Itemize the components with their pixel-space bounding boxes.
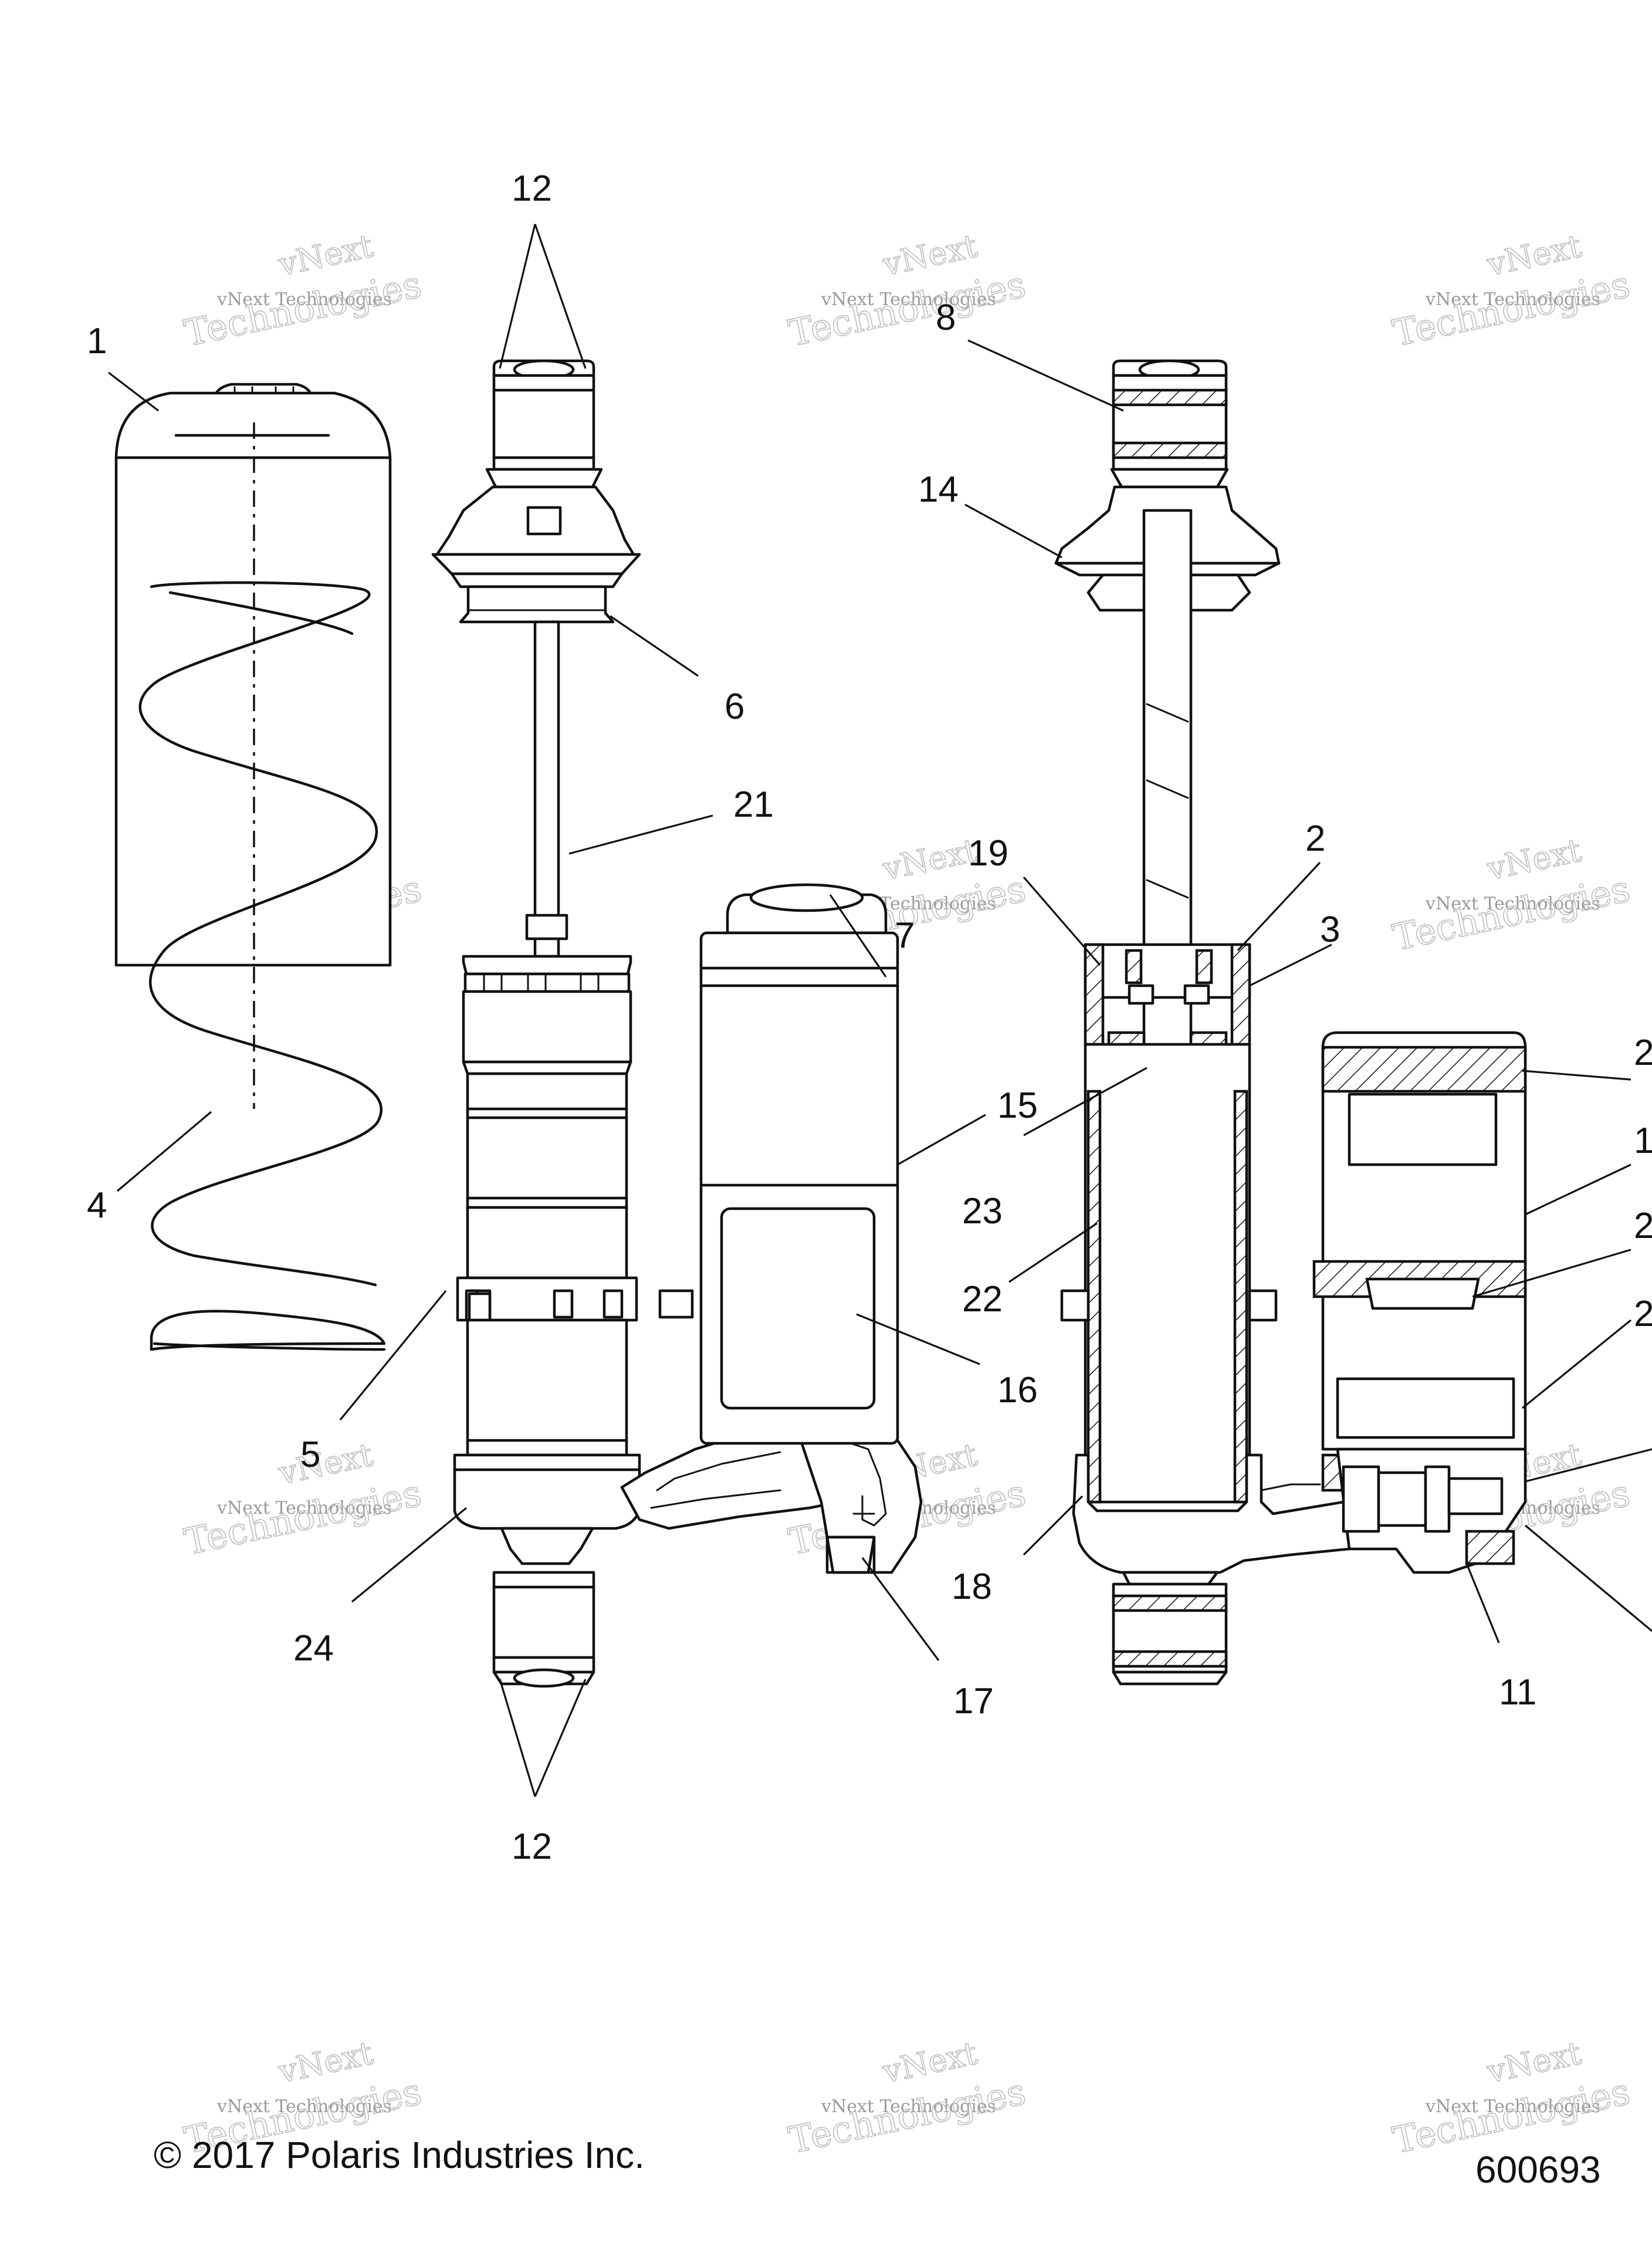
callout-22: 22 [962,1279,1003,1320]
svg-text:vNext Technologies: vNext Technologies [1425,289,1600,310]
callout-24: 24 [293,1628,334,1669]
callout-21: 21 [733,784,774,825]
svg-text:vNext Technologies: vNext Technologies [821,2096,996,2117]
callout-15: 15 [997,1085,1038,1126]
callout-3: 3 [1320,909,1340,950]
watermark: vNext vNext Technologies Technologies [1389,831,1634,960]
callout-12-bottom: 12 [512,1826,552,1867]
diagram-number: 600693 [1475,2149,1601,2191]
callout-12-top: 12 [512,168,552,209]
coil-spring [138,581,386,1351]
callout-17: 17 [953,1681,994,1721]
callout-edge-b: 1 [1634,1121,1652,1161]
watermark: vNext vNext Technologies Technologies [180,227,425,356]
callout-labels: 12 1 4 6 21 5 24 12 7 15 16 17 8 14 19 2… [87,168,1652,1867]
watermark: vNext vNext Technologies Technologies [784,227,1030,356]
callout-edge-d: 2 [1634,1294,1652,1334]
svg-text:vNext Technologies: vNext Technologies [821,289,996,310]
callout-8: 8 [936,297,956,338]
callout-16: 16 [997,1370,1038,1410]
copyright-text: © 2017 Polaris Industries Inc. [154,2134,645,2176]
callout-7: 7 [895,915,915,956]
callout-11: 11 [1499,1672,1536,1713]
svg-text:vNext Technologies: vNext Technologies [1425,2096,1600,2117]
callout-edge-c: 2 [1634,1206,1652,1246]
callout-4: 4 [87,1185,107,1226]
callout-6: 6 [725,686,744,727]
callout-19: 19 [968,833,1008,874]
svg-text:vNext Technologies: vNext Technologies [216,1498,392,1518]
svg-text:vNext Technologies: vNext Technologies [1425,894,1600,914]
callout-14: 14 [918,469,959,510]
watermark: vNext vNext Technologies Technologies [1389,2034,1634,2163]
callout-5: 5 [300,1435,320,1475]
watermark: vNext vNext Technologies Technologies [784,2034,1030,2163]
svg-text:vNext Technologies: vNext Technologies [216,289,392,310]
callout-18: 18 [952,1567,992,1607]
callout-23: 23 [962,1191,1003,1232]
watermark: vNext vNext Technologies Technologies [1389,227,1634,356]
spring-cover [114,383,392,967]
callout-edge-a: 2 [1634,1033,1652,1073]
callout-1: 1 [87,321,107,361]
shock-cutaway [1054,359,1527,1686]
svg-text:vNext Technologies: vNext Technologies [216,2096,392,2117]
callout-2: 2 [1305,818,1325,859]
shock-assembled [431,359,923,1688]
leader-lines [108,224,1652,1797]
